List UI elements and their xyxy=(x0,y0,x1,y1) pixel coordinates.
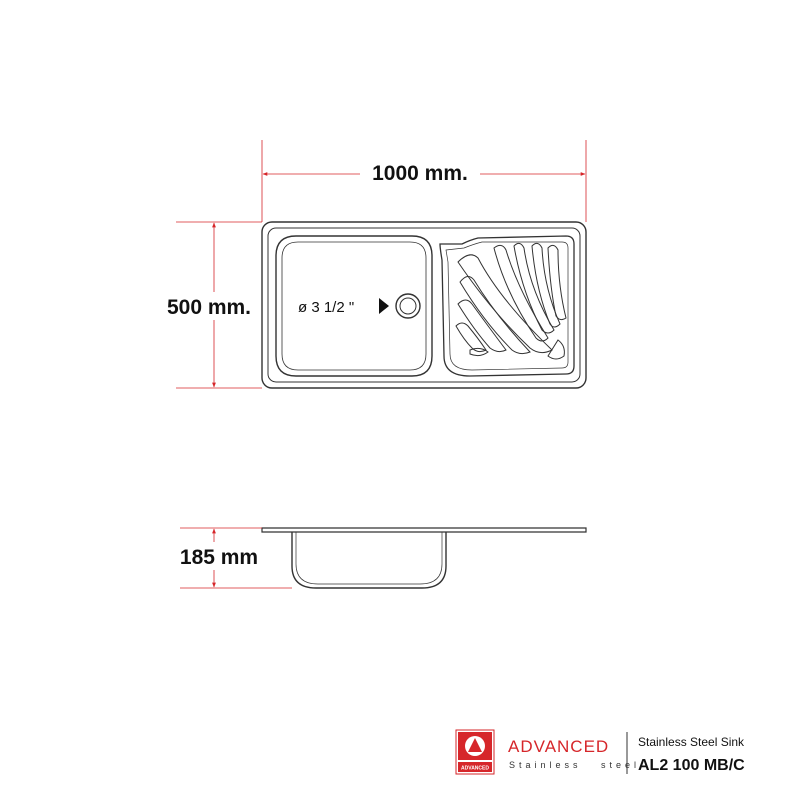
brand-footer: ADVANCED ADVANCED Stainless steel Stainl… xyxy=(455,729,745,775)
brand-name: ADVANCED xyxy=(508,737,609,756)
drainboard-inner-outline xyxy=(445,241,569,371)
product-model: AL2 100 MB/C xyxy=(638,757,745,774)
side-view-rim xyxy=(261,527,587,533)
side-view: 185 mm xyxy=(170,527,587,589)
drainboard-outline xyxy=(439,235,575,377)
sink-outer-rim xyxy=(261,221,587,389)
top-view: ø 3 1/2 " 1000 mm. 500 mm. xyxy=(160,140,587,389)
sink-bowl xyxy=(275,235,433,377)
depth-label-bg xyxy=(160,292,260,320)
sink-bowl-inner xyxy=(281,241,427,371)
drain-inner xyxy=(399,297,417,315)
side-view-bowl-inner xyxy=(295,532,443,585)
depth-label: 500 mm. xyxy=(167,296,251,319)
brand-logo: ADVANCED xyxy=(455,729,495,775)
drainboard-grooves xyxy=(455,242,567,360)
brand-tagline: Stainless steel xyxy=(509,760,640,770)
bowl-depth-label-bg xyxy=(170,542,266,570)
side-view-bowl xyxy=(291,532,447,589)
drain-size-label: ø 3 1/2 " xyxy=(298,299,354,316)
drain-outer xyxy=(395,293,421,319)
width-label: 1000 mm. xyxy=(372,162,468,185)
sink-inner-rim xyxy=(267,227,581,383)
product-description: Stainless Steel Sink xyxy=(638,735,745,749)
drain-pointer-arrow-icon xyxy=(379,298,389,314)
logo-text: ADVANCED xyxy=(461,766,489,772)
bowl-depth-label: 185 mm xyxy=(180,546,258,569)
